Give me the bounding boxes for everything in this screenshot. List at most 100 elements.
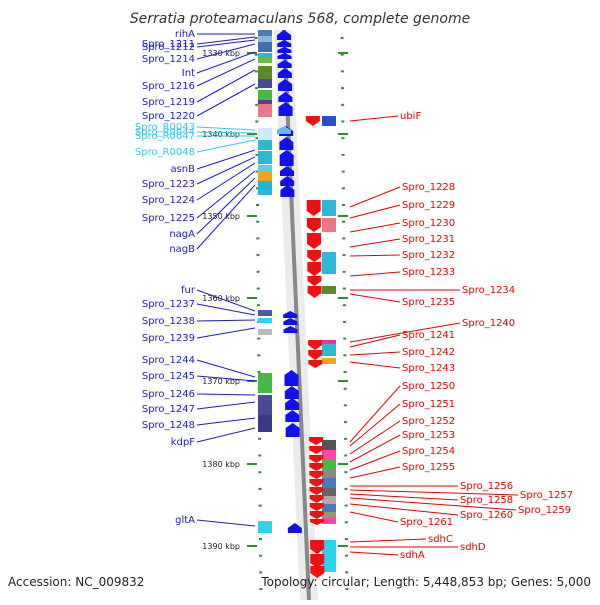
gene-label-left: rihA <box>175 29 195 40</box>
gene-block <box>322 450 336 460</box>
leader-line <box>196 139 256 153</box>
gene-block <box>258 90 272 100</box>
gene-arrow-plus <box>309 471 324 479</box>
gene-arrow-minus <box>277 126 291 134</box>
gene-label-left: Int <box>182 68 195 79</box>
leader-line <box>349 254 401 257</box>
gene-label-right: sdhD <box>460 542 486 553</box>
gene-arrow-plus <box>309 487 324 495</box>
gene-label-right: ubiF <box>400 111 421 122</box>
gene-label-left: nagA <box>169 229 195 240</box>
leader-line <box>349 186 401 208</box>
leader-line <box>349 403 401 447</box>
gene-label-right: Spro_1240 <box>462 318 515 329</box>
gene-arrow-minus <box>283 326 298 333</box>
gene-block <box>258 373 272 393</box>
gene-label-right: Spro_1258 <box>460 495 513 506</box>
gene-label-right: Spro_1260 <box>460 510 513 521</box>
gene-arrow-plus <box>310 540 325 554</box>
leader-line <box>196 36 256 45</box>
gene-arrow-plus <box>309 455 324 463</box>
gene-arrow-minus <box>277 53 292 59</box>
leader-line <box>196 393 256 396</box>
leader-line <box>349 322 461 343</box>
ruler-label: 1350 kbp <box>202 212 240 221</box>
gene-block <box>258 329 272 335</box>
gene-label-left: Spro_1216 <box>142 81 195 92</box>
gene-label-right: Spro_1256 <box>460 481 513 492</box>
gene-label-left: Spro_1245 <box>142 371 195 382</box>
leader-line <box>349 385 401 443</box>
leader-line <box>196 327 256 339</box>
leader-line <box>196 375 256 382</box>
gene-label-left: Spro_1239 <box>142 333 195 344</box>
gene-label-right: Spro_1251 <box>402 399 455 410</box>
gene-arrow-plus <box>307 276 322 286</box>
gene-block <box>258 318 272 323</box>
gene-label-left: fur <box>181 285 196 296</box>
gene-label-left: Spro_1214 <box>142 54 195 65</box>
gene-label-left: Spro_1248 <box>142 420 195 431</box>
gene-label-left: Spro_1224 <box>142 195 195 206</box>
gene-label-left: Spro_1212 <box>142 42 195 53</box>
accession-text: Accession: NC_009832 <box>8 575 144 589</box>
gene-arrow-minus <box>283 318 298 325</box>
gene-label-left: gltA <box>175 515 195 526</box>
gene-arrow-minus <box>287 523 302 533</box>
ruler-label: 1340 kbp <box>202 130 240 139</box>
leader-line <box>349 503 459 516</box>
leader-line <box>196 131 256 134</box>
gene-label-left: Spro_1225 <box>142 213 195 224</box>
gene-arrow-plus <box>309 519 324 525</box>
gene-label-right: Spro_1232 <box>402 250 455 261</box>
gene-arrow-plus <box>309 479 324 487</box>
gene-block <box>322 560 336 572</box>
gene-arrow-minus <box>277 68 292 78</box>
leader-line <box>349 466 401 479</box>
gene-block <box>322 496 336 504</box>
gene-label-left: Spro_1211 <box>142 39 195 50</box>
leader-line <box>349 271 401 277</box>
leader-line <box>349 238 401 248</box>
leader-line <box>196 519 256 527</box>
ruler-label: 1380 kbp <box>202 460 240 469</box>
gene-block <box>258 190 272 195</box>
leader-line <box>349 538 427 543</box>
gene-block <box>258 395 272 415</box>
gene-label-right: Spro_1243 <box>402 363 455 374</box>
gene-arrow-minus <box>279 166 294 176</box>
gene-block <box>258 140 272 150</box>
gene-label-left: Spro_1237 <box>142 299 195 310</box>
gene-label-right: Spro_1241 <box>402 330 455 341</box>
leader-line <box>349 361 401 369</box>
ruler-label: 1370 kbp <box>202 377 240 386</box>
leader-line <box>196 289 256 312</box>
gene-arrow-plus <box>307 233 322 249</box>
gene-arrow-minus <box>280 185 295 197</box>
gene-block <box>322 340 336 344</box>
leader-line <box>349 434 401 463</box>
gene-block <box>322 358 336 364</box>
gene-arrow-minus <box>279 150 294 166</box>
leader-line <box>196 162 256 201</box>
gene-label-right: Spro_1255 <box>402 462 455 473</box>
gene-block <box>258 36 272 42</box>
gene-label-left: Spro_R0048 <box>135 147 195 158</box>
leader-line <box>196 184 256 250</box>
gene-features <box>258 30 336 578</box>
leader-line <box>349 334 401 348</box>
gene-arrow-plus <box>307 250 322 262</box>
gene-label-left: Spro_1220 <box>142 111 195 122</box>
gene-label-right: sdhA <box>400 550 425 561</box>
gene-arrow-minus <box>284 370 299 386</box>
leader-line <box>349 293 401 303</box>
gene-label-right: Spro_1250 <box>402 381 455 392</box>
leader-line <box>349 351 401 356</box>
leader-line <box>196 39 256 48</box>
gene-block <box>322 344 336 356</box>
gene-label-left: Spro_R0043 <box>135 122 195 133</box>
gene-block <box>322 252 336 274</box>
leader-line <box>196 177 256 235</box>
gene-block <box>322 286 336 294</box>
